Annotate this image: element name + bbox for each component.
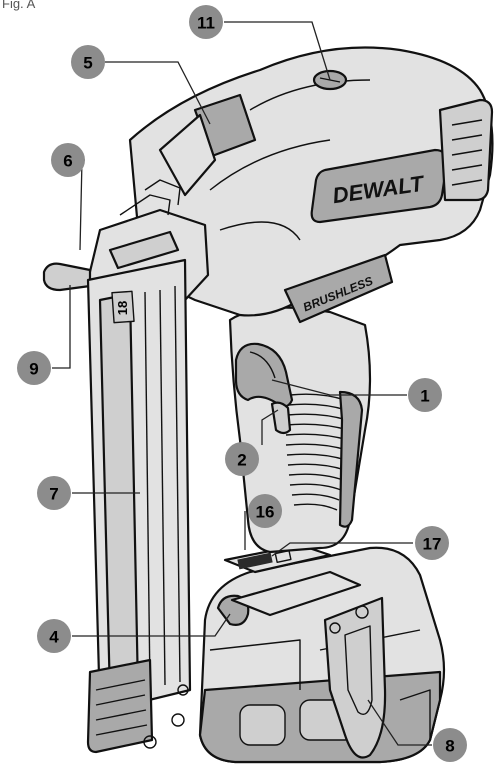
callout-9: 9 (17, 351, 51, 385)
battery-release (216, 570, 362, 626)
svg-text:9: 9 (29, 360, 38, 379)
magazine: 18 (86, 258, 192, 754)
callout-5: 5 (71, 45, 105, 79)
svg-text:1: 1 (420, 387, 429, 406)
svg-text:17: 17 (423, 535, 442, 554)
callout-7: 7 (37, 476, 71, 510)
belt-hook (323, 596, 387, 759)
svg-text:7: 7 (49, 485, 58, 504)
svg-text:8: 8 (445, 737, 454, 756)
callouts: 11 5 6 9 7 1 2 16 (17, 5, 467, 762)
svg-text:11: 11 (197, 14, 215, 33)
callout-16: 16 (248, 494, 282, 528)
callout-6: 6 (51, 143, 85, 177)
callout-2: 2 (225, 442, 259, 476)
magazine-mark: 18 (115, 301, 130, 315)
svg-text:16: 16 (256, 503, 275, 522)
callout-8: 8 (433, 728, 467, 762)
callout-1: 1 (408, 378, 442, 412)
svg-text:5: 5 (83, 54, 92, 73)
svg-text:6: 6 (63, 152, 72, 171)
trigger-lock (270, 401, 292, 435)
figure-label: Fig. A (2, 0, 36, 11)
callout-17: 17 (415, 526, 449, 560)
svg-text:4: 4 (49, 628, 59, 647)
top-cap (158, 93, 257, 197)
jam-release (42, 262, 92, 292)
svg-text:2: 2 (237, 451, 246, 470)
callout-11: 11 (189, 5, 223, 39)
callout-4: 4 (37, 619, 71, 653)
